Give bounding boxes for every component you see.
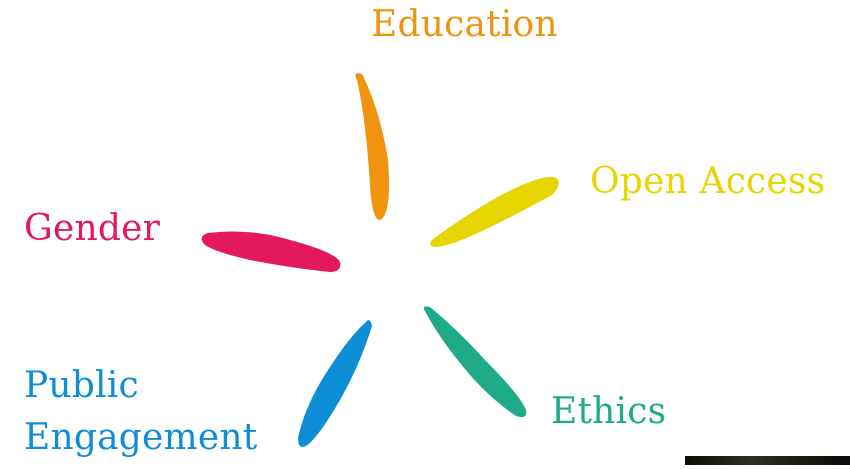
petal-public-engagement [298,320,372,447]
label-engagement: Engagement [24,417,258,458]
petal-open-access [430,177,559,247]
petal-ethics [423,306,527,418]
label-ethics: Ethics [551,391,667,432]
label-public: Public [24,365,139,406]
label-education: Education [371,4,558,45]
petal-education [355,73,389,220]
petal-gender [201,231,341,272]
label-open-access: Open Access [590,161,826,202]
label-gender: Gender [24,208,161,249]
corner-image-strip [685,456,850,465]
